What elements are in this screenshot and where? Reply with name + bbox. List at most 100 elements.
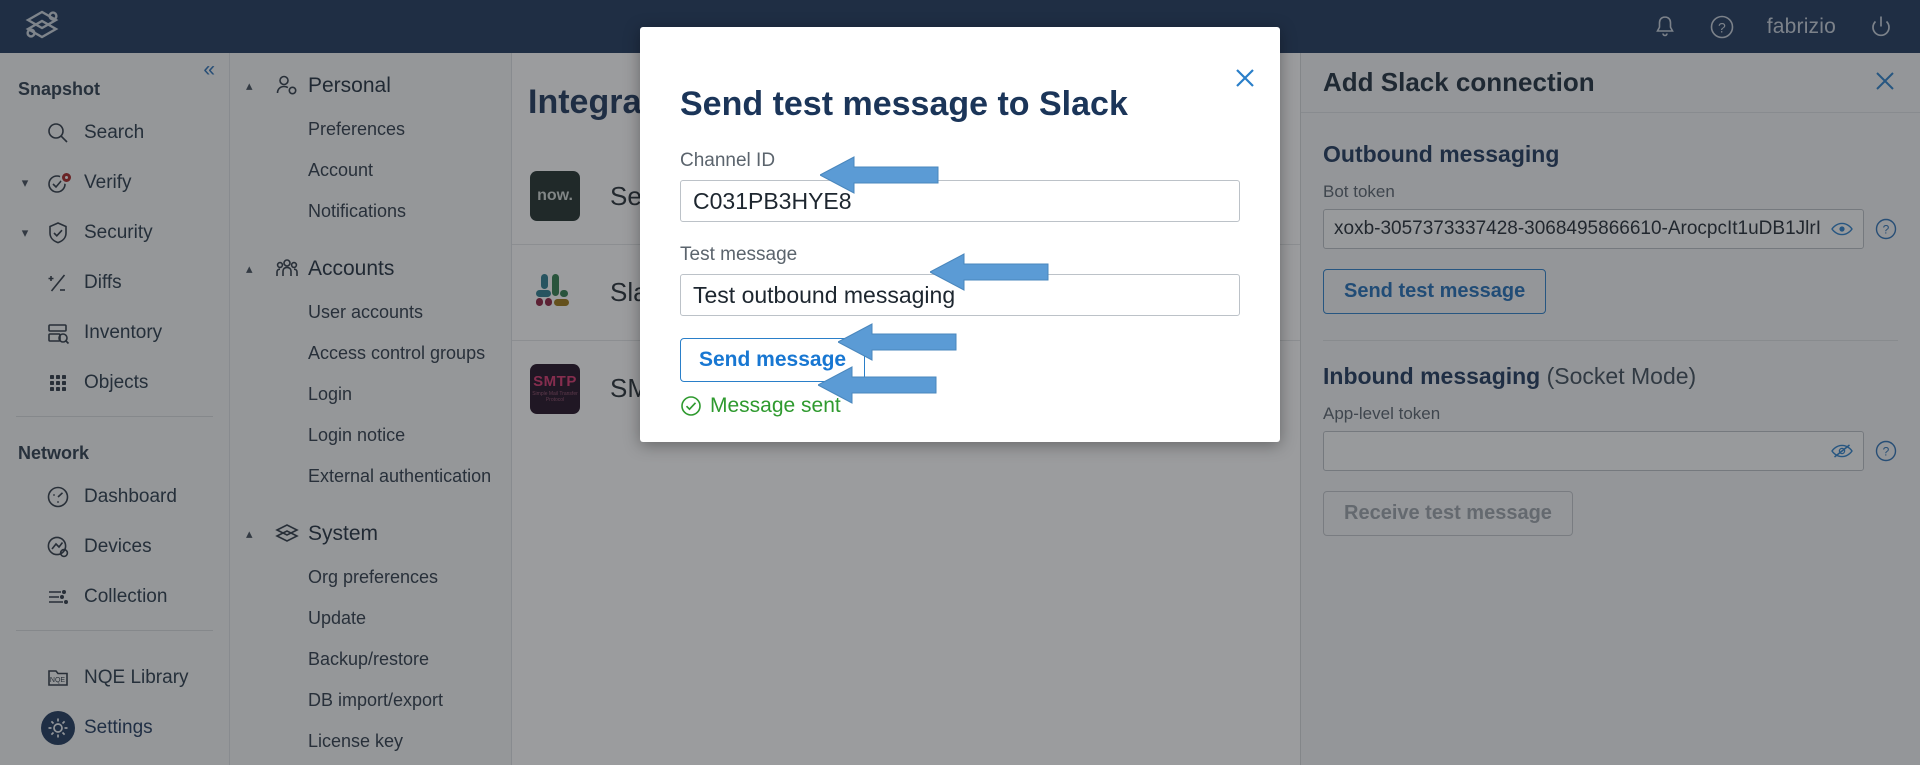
forward-networks-logo[interactable] bbox=[22, 7, 76, 47]
status-text: Message sent bbox=[710, 394, 841, 417]
slack-logo bbox=[530, 268, 580, 318]
app-level-token-label: App-level token bbox=[1323, 404, 1441, 423]
channel-id-label: Channel ID bbox=[680, 150, 776, 171]
bot-token-value: xoxb-3057373337428-3068495866610-ArocpcI… bbox=[1334, 218, 1821, 239]
inventory-icon bbox=[38, 320, 78, 346]
nav-group-label: Personal bbox=[308, 74, 391, 97]
sidebar-item-label: Dashboard bbox=[84, 486, 177, 507]
username-label[interactable]: fabrizio bbox=[1766, 14, 1836, 38]
sidebar-item-devices[interactable]: ▾Devices bbox=[0, 522, 229, 572]
bot-token-field[interactable]: xoxb-3057373337428-3068495866610-ArocpcI… bbox=[1323, 209, 1864, 249]
nav-group-system[interactable]: ▴ System bbox=[230, 511, 511, 557]
sidebar-item-label: Settings bbox=[84, 717, 153, 738]
sidebar-item-verify[interactable]: ▾ Verify bbox=[0, 158, 229, 208]
sidebar-item-label: Verify bbox=[84, 172, 132, 193]
inbound-heading: Inbound messaging (Socket Mode) bbox=[1323, 363, 1898, 390]
close-icon[interactable] bbox=[1232, 65, 1258, 95]
rail-section-title: Network bbox=[18, 443, 90, 463]
nav-link-account[interactable]: Account bbox=[308, 160, 374, 180]
nav-link-org-preferences[interactable]: Org preferences bbox=[308, 567, 439, 587]
rail-divider bbox=[16, 630, 213, 631]
rail-section-title: Snapshot bbox=[18, 79, 101, 99]
nqe-folder-icon: NQE bbox=[38, 665, 78, 691]
gauge-icon bbox=[38, 484, 78, 510]
nav-link-update[interactable]: Update bbox=[308, 608, 367, 628]
nav-link-access-control-groups[interactable]: Access control groups bbox=[308, 343, 486, 363]
nav-link-backup-restore[interactable]: Backup/restore bbox=[308, 649, 430, 669]
bot-token-row: xoxb-3057373337428-3068495866610-ArocpcI… bbox=[1323, 209, 1898, 249]
svg-text:?: ? bbox=[1883, 445, 1890, 459]
nav-link-login-notice[interactable]: Login notice bbox=[308, 425, 406, 445]
sidebar-item-label: Diffs bbox=[84, 272, 122, 293]
nav-link-external-authentication[interactable]: External authentication bbox=[308, 466, 492, 486]
question-circle-icon[interactable]: ? bbox=[1693, 0, 1751, 53]
eye-off-icon[interactable] bbox=[1831, 443, 1853, 459]
drawer-header: Add Slack connection bbox=[1301, 53, 1920, 113]
receive-test-message-button[interactable]: Receive test message bbox=[1323, 491, 1573, 536]
devices-gear-icon bbox=[38, 534, 78, 560]
notification-badge bbox=[60, 171, 73, 184]
chevron-up-icon[interactable]: ▴ bbox=[246, 526, 253, 541]
app-level-token-row: ? bbox=[1323, 431, 1898, 471]
send-message-button[interactable]: Send message bbox=[680, 338, 866, 382]
chevron-up-icon[interactable]: ▴ bbox=[246, 261, 253, 276]
sidebar-item-diffs[interactable]: ▾Diffs bbox=[0, 258, 229, 308]
people-icon bbox=[274, 256, 304, 282]
sidebar-item-security[interactable]: ▾Security bbox=[0, 208, 229, 258]
objects-grid-icon bbox=[38, 370, 78, 396]
sidebar-item-settings[interactable]: ▾Settings bbox=[0, 703, 229, 753]
drawer-body: Outbound messaging Bot token xoxb-305737… bbox=[1301, 113, 1920, 536]
nav-group-label: Accounts bbox=[308, 257, 395, 280]
sidebar-item-objects[interactable]: ▾Objects bbox=[0, 358, 229, 408]
app-level-token-help-circle-icon[interactable]: ? bbox=[1874, 439, 1898, 463]
sidebar-item-collection[interactable]: ▾Collection bbox=[0, 572, 229, 622]
bell-icon[interactable] bbox=[1637, 0, 1693, 53]
nav-group-label: System bbox=[308, 522, 379, 545]
sidebar-item-search[interactable]: ▾Search bbox=[0, 108, 229, 158]
sidebar-item-dashboard[interactable]: ▾Dashboard bbox=[0, 472, 229, 522]
gear-icon bbox=[38, 711, 78, 745]
sidebar-item-label: Collection bbox=[84, 586, 168, 607]
send-test-message-modal: Send test message to Slack Channel ID C0… bbox=[640, 27, 1280, 442]
svg-text:?: ? bbox=[1883, 223, 1890, 237]
power-icon[interactable] bbox=[1852, 0, 1920, 53]
channel-id-value: C031PB3HYE8 bbox=[693, 187, 852, 214]
bot-token-help-circle-icon[interactable]: ? bbox=[1874, 217, 1898, 241]
eye-icon[interactable] bbox=[1831, 221, 1853, 237]
add-slack-connection-drawer: Add Slack connection Outbound messaging … bbox=[1300, 53, 1920, 765]
send-test-message-button[interactable]: Send test message bbox=[1323, 269, 1547, 314]
left-nav-rail: « Snapshot▾Search▾Verify▾Security▾Diffs▾… bbox=[0, 53, 230, 765]
nav-link-license-key[interactable]: License key bbox=[308, 731, 404, 751]
chevron-down-icon[interactable]: ▾ bbox=[21, 175, 29, 190]
chevron-up-icon[interactable]: ▴ bbox=[246, 78, 253, 93]
person-gear-icon bbox=[274, 73, 304, 99]
close-icon[interactable] bbox=[1872, 68, 1898, 98]
drawer-title: Add Slack connection bbox=[1323, 67, 1595, 97]
rail-divider bbox=[16, 416, 213, 417]
sidebar-item-inventory[interactable]: ▾Inventory bbox=[0, 308, 229, 358]
inbound-heading-main: Inbound messaging bbox=[1323, 363, 1541, 389]
channel-id-input[interactable]: C031PB3HYE8 bbox=[680, 180, 1240, 222]
nav-link-db-import-export[interactable]: DB import/export bbox=[308, 690, 444, 710]
chevron-down-icon[interactable]: ▾ bbox=[21, 225, 29, 240]
nav-link-preferences[interactable]: Preferences bbox=[308, 119, 406, 139]
nav-group-personal[interactable]: ▴ Personal bbox=[230, 63, 511, 109]
app-level-token-field[interactable] bbox=[1323, 431, 1864, 471]
diff-icon bbox=[38, 270, 78, 296]
verify-check-icon bbox=[38, 170, 78, 196]
sidebar-item-label: Search bbox=[84, 122, 145, 143]
sidebar-item-label: Devices bbox=[84, 536, 152, 557]
nav-link-notifications[interactable]: Notifications bbox=[308, 201, 407, 221]
servicenow-logo: now. bbox=[530, 171, 580, 221]
test-message-value: Test outbound messaging bbox=[693, 281, 956, 308]
collapse-rail-button[interactable]: « bbox=[203, 58, 215, 81]
nav-group-accounts[interactable]: ▴ Accounts bbox=[230, 246, 511, 292]
annotation-arrow-test-message bbox=[928, 252, 1050, 297]
layers-icon bbox=[274, 521, 304, 547]
shield-check-icon bbox=[38, 220, 78, 246]
nav-link-login[interactable]: Login bbox=[308, 384, 353, 404]
nav-link-user-accounts[interactable]: User accounts bbox=[308, 302, 424, 322]
